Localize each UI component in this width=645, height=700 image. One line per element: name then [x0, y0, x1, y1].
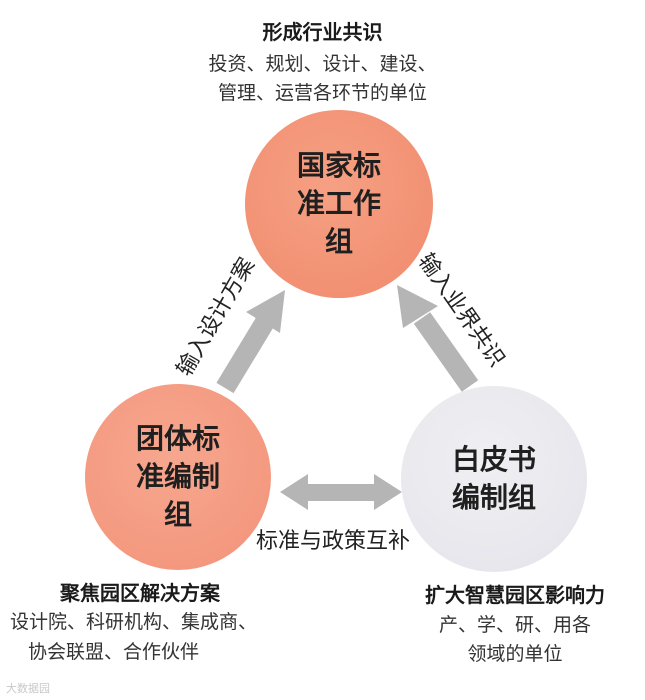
top-desc-line1: 投资、规划、设计、建设、 — [208, 53, 437, 75]
national-standard-group-node: 国家标 准工作 组 — [245, 110, 433, 298]
group-standard-group-node: 团体标 准编制 组 — [85, 384, 271, 570]
arrow-right-to-top — [397, 285, 479, 392]
whitepaper-group-label: 白皮书 编制组 — [451, 443, 536, 514]
right-title: 扩大智慧园区影响力 — [425, 583, 605, 607]
left-desc-line2: 协会联盟、合作伙伴 — [28, 641, 200, 663]
arrow-bidirectional — [280, 474, 402, 510]
right-desc-line2: 领域的单位 — [467, 643, 563, 665]
whitepaper-group-node: 白皮书 编制组 — [401, 386, 587, 572]
arrow-left-to-top — [216, 290, 285, 394]
national-standard-group-label: 国家标 准工作 组 — [296, 149, 381, 258]
top-title: 形成行业共识 — [262, 20, 383, 44]
top-desc-line2: 管理、运营各环节的单位 — [217, 82, 427, 104]
edge-label-bottom: 标准与政策互补 — [256, 529, 411, 554]
group-standard-group-label: 团体标 准编制 组 — [135, 422, 220, 531]
right-desc-line1: 产、学、研、用各 — [438, 614, 591, 636]
left-title: 聚焦园区解决方案 — [60, 581, 220, 605]
left-desc-line1: 设计院、科研机构、集成商、 — [10, 611, 258, 633]
watermark: 大数据园 — [6, 682, 50, 695]
